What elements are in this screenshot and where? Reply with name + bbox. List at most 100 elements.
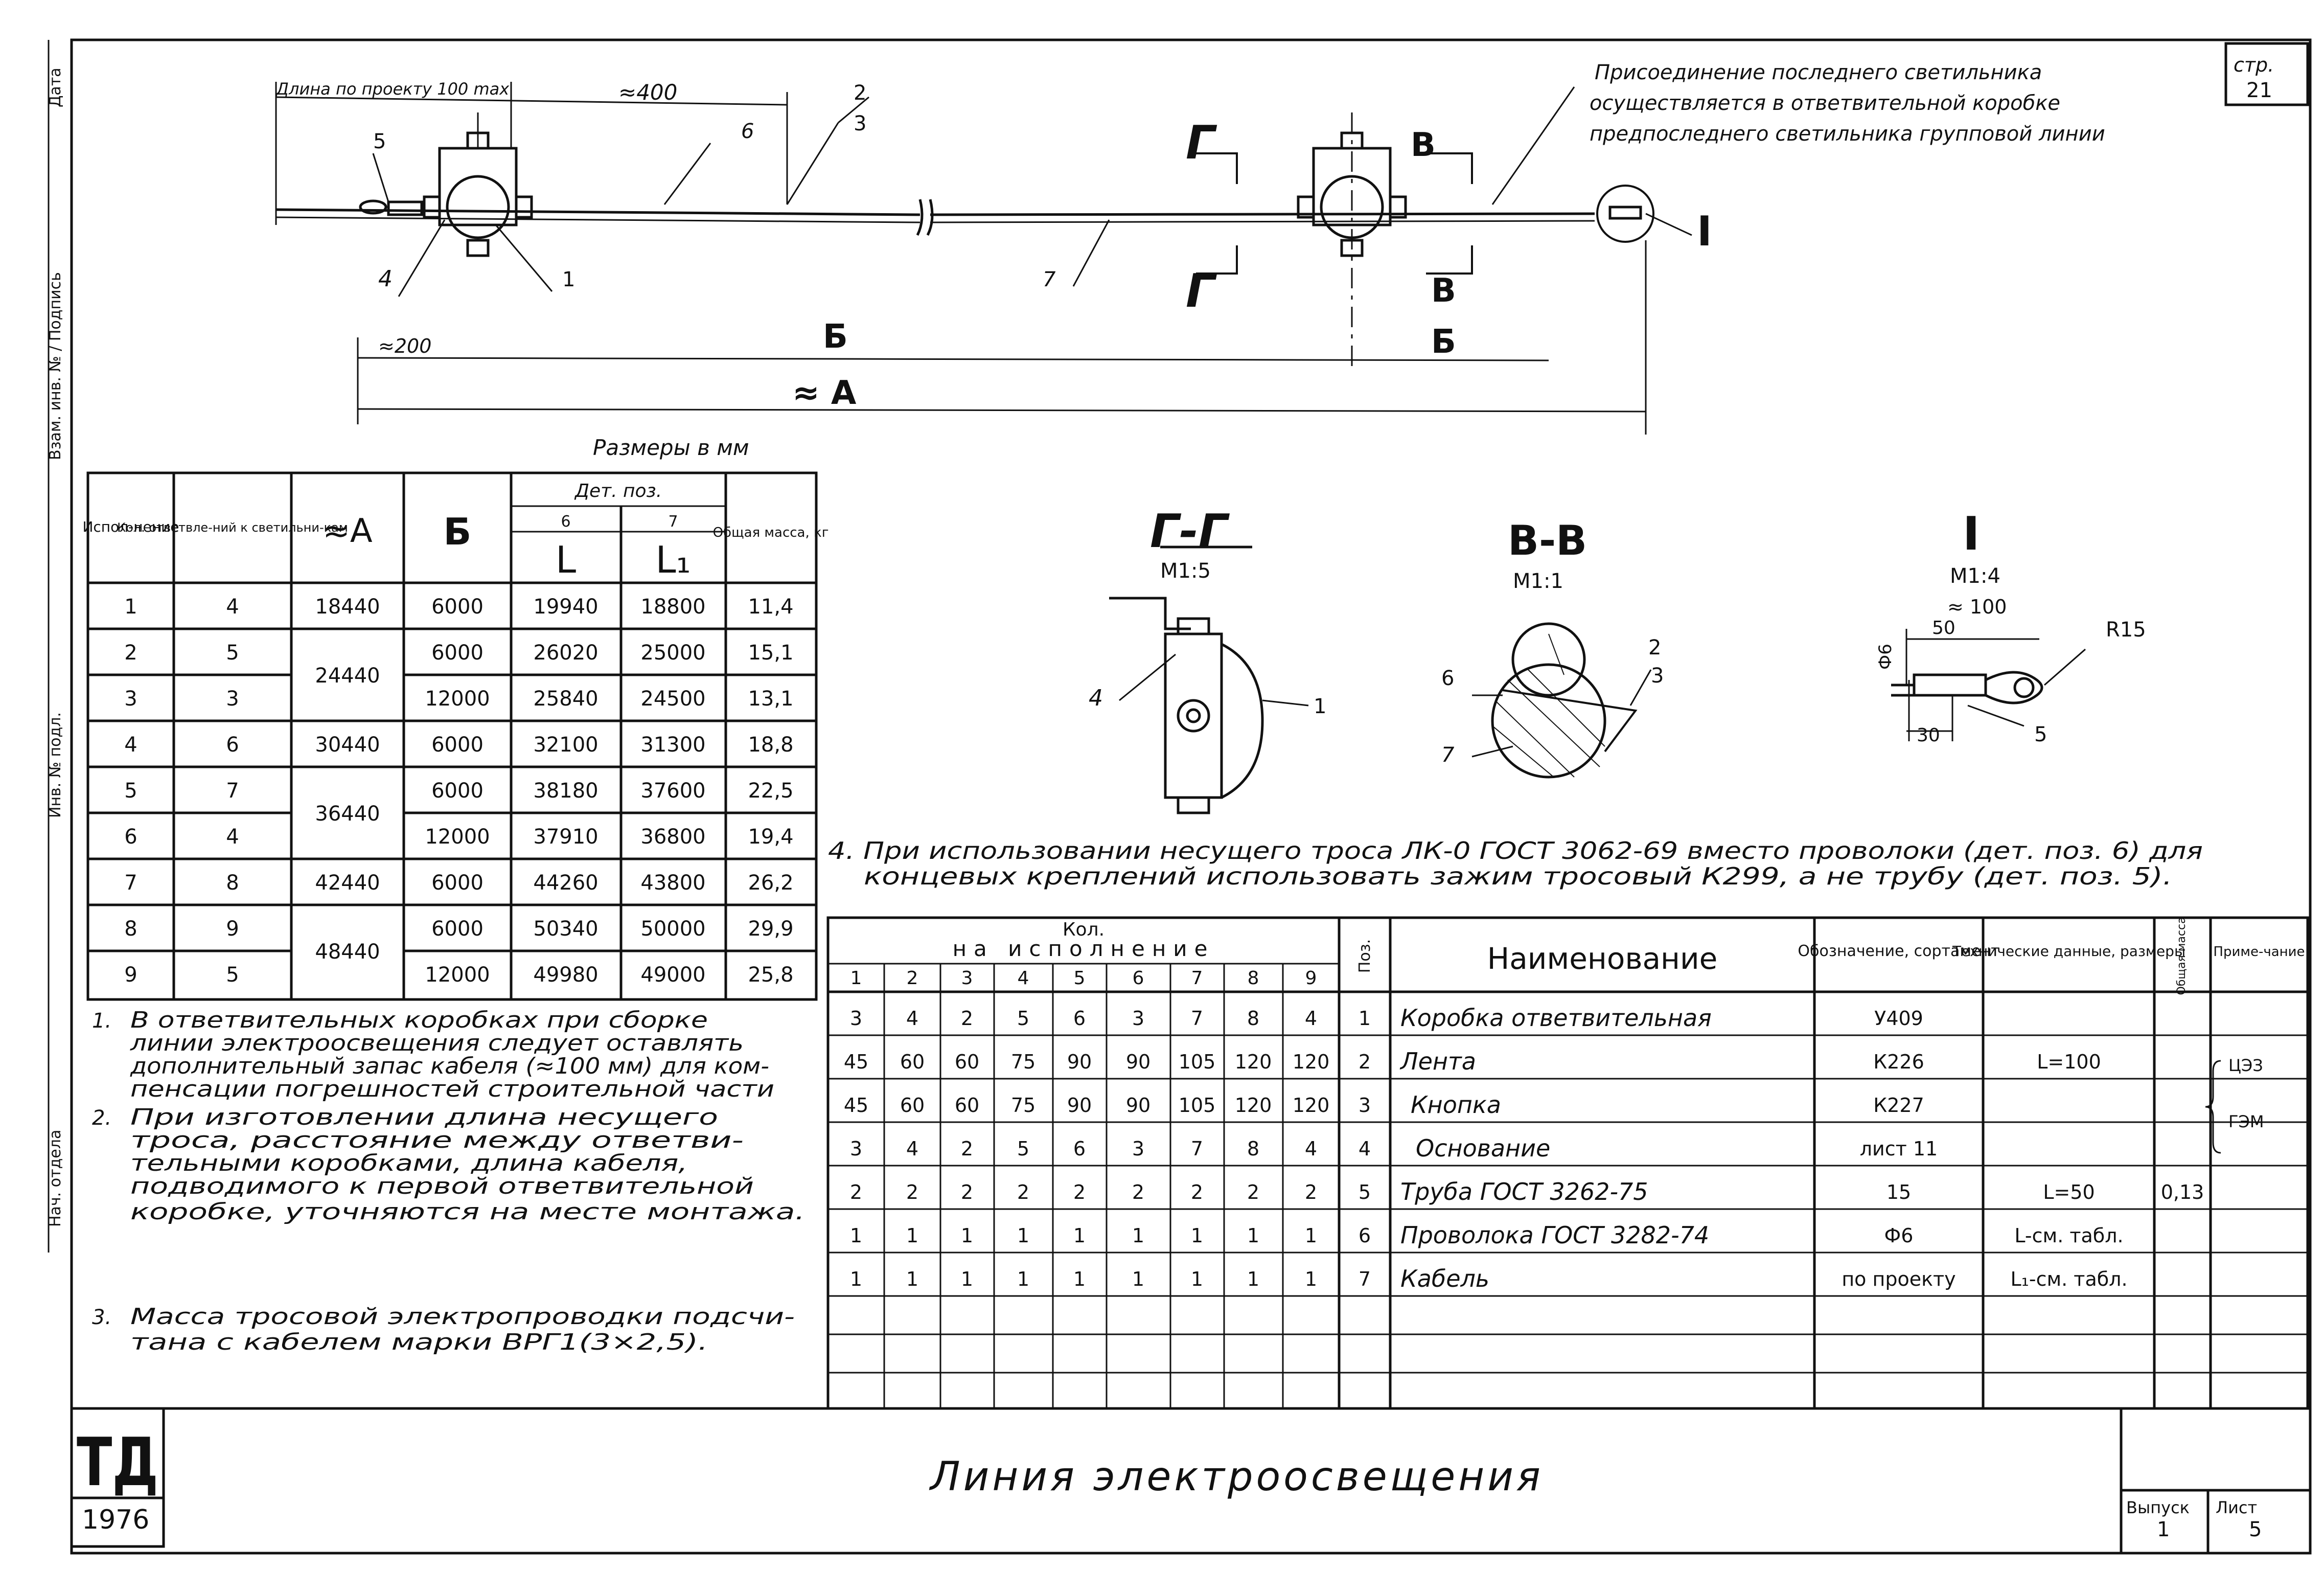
svg-text:2: 2 — [907, 968, 918, 989]
svg-text:75: 75 — [1011, 1051, 1036, 1073]
svg-text:Б: Б — [1431, 323, 1456, 361]
svg-text:45: 45 — [844, 1051, 868, 1073]
svg-text:26020: 26020 — [533, 641, 598, 665]
svg-text:Инв. № подл.: Инв. № подл. — [47, 712, 64, 818]
svg-text:1: 1 — [1017, 1268, 1029, 1290]
spec-table-header: Кол. на исполнение 1 2 3 4 5 6 7 8 9 Поз… — [850, 917, 2305, 995]
sizes-table-grid — [86, 471, 818, 1001]
svg-text:7: 7 — [1043, 268, 1056, 291]
svg-text:3: 3 — [124, 687, 137, 711]
svg-text:Приме-чание: Приме-чание — [2213, 944, 2305, 960]
svg-text:2: 2 — [1132, 1181, 1144, 1203]
logo: ТД — [77, 1423, 158, 1501]
svg-text:тана с кабелем марки ВРГ1(3×2,: тана с кабелем марки ВРГ1(3×2,5). — [130, 1329, 708, 1355]
svg-text:1: 1 — [1073, 1224, 1086, 1247]
svg-text:60: 60 — [900, 1051, 925, 1073]
svg-text:13,1: 13,1 — [748, 687, 793, 711]
svg-text:4: 4 — [378, 266, 393, 292]
year: 1976 — [82, 1505, 149, 1535]
svg-text:8: 8 — [1247, 1137, 1259, 1160]
svg-text:22,5: 22,5 — [748, 779, 793, 803]
svg-text:троса, расстояние между ответв: троса, расстояние между ответви- — [130, 1127, 744, 1153]
svg-text:25,8: 25,8 — [748, 963, 793, 987]
svg-text:2: 2 — [1648, 636, 1661, 659]
svg-text:2: 2 — [906, 1181, 918, 1203]
svg-text:38180: 38180 — [533, 779, 598, 803]
svg-text:3: 3 — [1651, 664, 1664, 688]
svg-text:3: 3 — [961, 968, 973, 989]
svg-text:2: 2 — [1359, 1051, 1371, 1073]
svg-text:49980: 49980 — [533, 963, 598, 987]
svg-text:26,2: 26,2 — [748, 871, 793, 895]
sizes-table-header: Испол-нение Кол. ответвле-ний к светильн… — [82, 481, 829, 581]
svg-text:29,9: 29,9 — [748, 917, 793, 941]
svg-text:К227: К227 — [1873, 1094, 1924, 1117]
svg-text:6000: 6000 — [431, 917, 484, 941]
svg-text:12000: 12000 — [425, 963, 490, 987]
section-labels: Г-Г М1:5 В-В М1:1 I М1:4 ≈ 100 50 30 R15… — [1089, 505, 2146, 767]
svg-text:4: 4 — [1305, 1137, 1317, 1160]
svg-text:L₁-см. табл.: L₁-см. табл. — [2010, 1268, 2127, 1290]
sheet-frame — [70, 38, 2312, 1555]
svg-text:2: 2 — [854, 81, 866, 105]
svg-text:1: 1 — [906, 1224, 918, 1247]
svg-text:1.: 1. — [92, 1009, 111, 1033]
svg-text:2: 2 — [1305, 1181, 1317, 1203]
svg-text:3: 3 — [1132, 1007, 1144, 1030]
svg-text:90: 90 — [1126, 1094, 1151, 1117]
svg-text:6000: 6000 — [431, 733, 484, 757]
svg-text:М1:1: М1:1 — [1513, 570, 1563, 593]
svg-text:1: 1 — [1191, 1268, 1203, 1290]
assembly-labels: Длина по проекту 100 max ≈400 ≈200 Б Б ≈… — [275, 79, 1712, 412]
svg-text:45: 45 — [844, 1094, 868, 1117]
svg-text:1: 1 — [124, 595, 137, 619]
svg-text:коробке, уточняются на месте м: коробке, уточняются на месте монтажа. — [130, 1199, 805, 1225]
svg-text:подводимого к первой ответвите: подводимого к первой ответвительной — [130, 1173, 754, 1199]
svg-text:пенсации погрешностей строител: пенсации погрешностей строительной части — [130, 1076, 774, 1102]
svg-text:5: 5 — [226, 963, 239, 987]
svg-text:L-см. табл.: L-см. табл. — [2014, 1224, 2123, 1247]
page-title: Линия электроосвещения — [929, 1454, 1544, 1500]
svg-text:36800: 36800 — [640, 825, 705, 849]
svg-text:Лента: Лента — [1399, 1048, 1476, 1075]
svg-text:5: 5 — [1017, 1137, 1029, 1160]
svg-text:3: 3 — [226, 687, 239, 711]
svg-text:Присоединение последнего свети: Присоединение последнего светильника — [1595, 61, 2042, 84]
svg-text:Кол.: Кол. — [1063, 919, 1105, 940]
svg-text:18800: 18800 — [640, 595, 705, 619]
svg-text:24500: 24500 — [640, 687, 705, 711]
svg-text:6: 6 — [1073, 1007, 1086, 1030]
svg-text:2: 2 — [1017, 1181, 1029, 1203]
svg-text:дополнительный запас кабеля (≈: дополнительный запас кабеля (≈100 мм) дл… — [130, 1053, 769, 1079]
svg-text:8: 8 — [1248, 968, 1259, 989]
svg-text:105: 105 — [1179, 1051, 1216, 1073]
svg-text:50: 50 — [1932, 618, 1955, 639]
prim-note: ГЭМ — [2228, 1112, 2264, 1131]
svg-text:Г: Г — [1186, 116, 1217, 170]
svg-text:В: В — [1431, 272, 1456, 310]
svg-text:25840: 25840 — [533, 687, 598, 711]
svg-text:1: 1 — [961, 1224, 973, 1247]
svg-text:1: 1 — [1314, 695, 1326, 718]
svg-text:4: 4 — [226, 595, 239, 619]
svg-text:12000: 12000 — [425, 825, 490, 849]
side-stamps: Дата Взам. инв. № / Подпись Инв. № подл.… — [47, 67, 64, 1227]
svg-text:2: 2 — [1191, 1181, 1203, 1203]
svg-text:Основание: Основание — [1416, 1134, 1550, 1162]
svg-text:9: 9 — [1305, 968, 1317, 989]
svg-text:К226: К226 — [1873, 1051, 1924, 1073]
svg-text:8: 8 — [226, 871, 239, 895]
svg-text:1: 1 — [1191, 1224, 1203, 1247]
svg-text:L: L — [556, 538, 576, 581]
svg-text:2: 2 — [1247, 1181, 1259, 1203]
svg-text:Обозначение, сортамент: Обозначение, сортамент — [1798, 942, 1999, 960]
svg-text:М1:5: М1:5 — [1160, 559, 1211, 583]
